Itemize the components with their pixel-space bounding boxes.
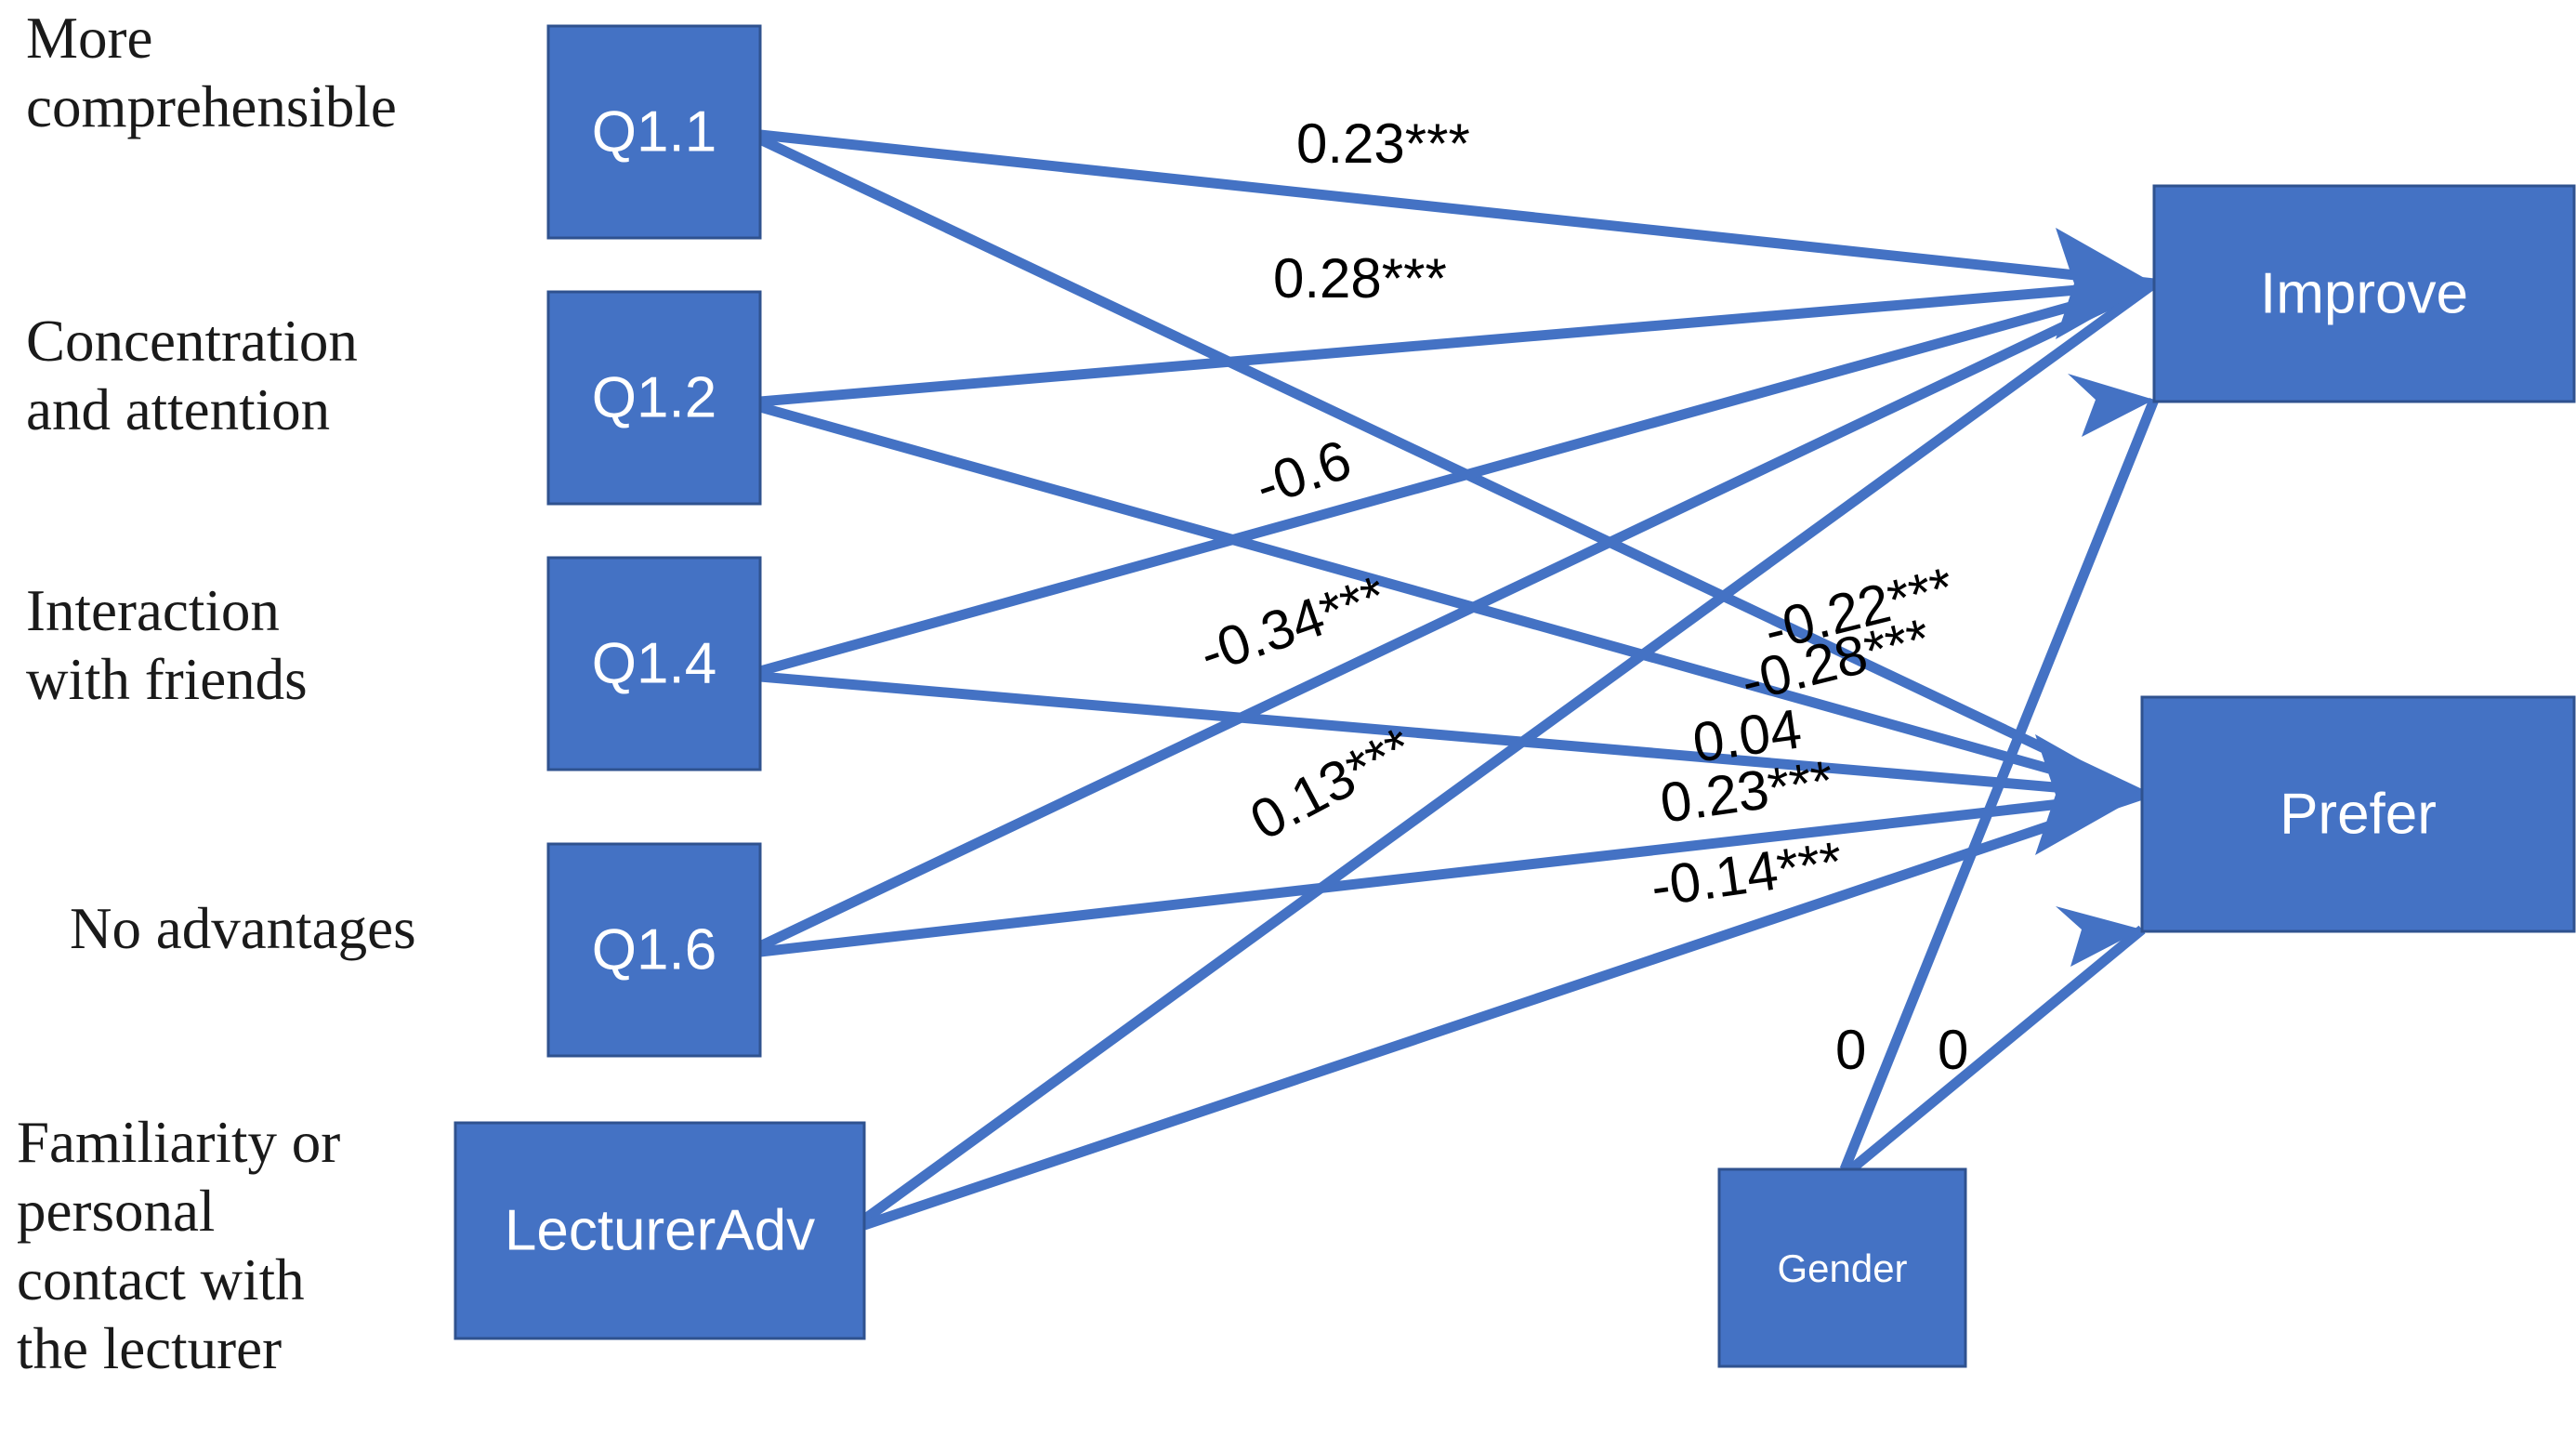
node-improve-rect[interactable] (2152, 184, 2576, 403)
side-label-no-advantages: No advantages (70, 896, 416, 961)
node-improve-label: Improve (2260, 261, 2468, 325)
coefficient-q14-prefer: 0.04 (1689, 697, 1805, 774)
edge-q12-improve[interactable] (759, 278, 2155, 407)
node-prefer-label: Prefer (2280, 782, 2437, 846)
edge-q16-improve[interactable] (757, 279, 2157, 951)
edge-q14-prefer[interactable] (759, 671, 2143, 800)
node-lectureradv-rect[interactable] (453, 1121, 866, 1340)
node-q16-rect[interactable] (546, 842, 762, 1058)
edge-group (757, 129, 2160, 1231)
edge-lecturer-prefer[interactable] (862, 789, 2144, 1231)
coefficient-q11-improve: 0.23*** (1296, 112, 1470, 175)
coefficient-gender-improve: 0 (1835, 1019, 1866, 1081)
coefficient-q12-improve: 0.28*** (1273, 247, 1447, 310)
node-improve[interactable]: Improve (2152, 184, 2576, 403)
edge-gender-prefer[interactable] (1847, 925, 2146, 1174)
node-q16[interactable]: Q1.6 (546, 842, 762, 1058)
arrowhead-prefer-icon (2035, 734, 2142, 855)
node-q16-label: Q1.6 (592, 917, 716, 982)
node-lectureradv-label: LecturerAdv (505, 1198, 815, 1262)
node-q11-rect[interactable] (546, 24, 762, 240)
node-prefer[interactable]: Prefer (2140, 695, 2576, 933)
node-q14-rect[interactable] (546, 556, 762, 771)
edge-q11-prefer[interactable] (757, 135, 2145, 799)
edge-gender-improve[interactable] (1839, 397, 2160, 1172)
node-group: Q1.1 Q1.2 Q1.4 Q1.6 LecturerAdv Gender (453, 24, 2576, 1368)
arrowhead-improve-gender-icon (2068, 374, 2154, 437)
node-q14-label: Q1.4 (592, 631, 716, 695)
edge-q16-prefer[interactable] (759, 789, 2143, 957)
node-lectureradv[interactable]: LecturerAdv (453, 1121, 866, 1340)
node-q11[interactable]: Q1.1 (546, 24, 762, 240)
coefficient-q16-improve: -0.34*** (1191, 564, 1393, 686)
coefficient-gender-prefer: 0 (1938, 1019, 1968, 1081)
edge-q12-prefer[interactable] (758, 402, 2144, 800)
node-q12[interactable]: Q1.2 (546, 290, 762, 506)
node-q12-rect[interactable] (546, 290, 762, 506)
node-q14[interactable]: Q1.4 (546, 556, 762, 771)
node-gender-rect[interactable] (1717, 1167, 1967, 1368)
node-gender-label: Gender (1777, 1246, 1907, 1290)
arrowhead-improve-icon (2056, 228, 2154, 339)
coefficient-group: 0.23*** 0.28*** -0.6 -0.34*** -0.22*** -… (1191, 112, 1968, 1081)
arrowhead-group (2035, 228, 2154, 967)
coefficient-q16-prefer: 0.23*** (1656, 749, 1836, 835)
node-gender[interactable]: Gender (1717, 1167, 1967, 1368)
edge-q11-improve[interactable] (759, 129, 2155, 289)
node-prefer-rect[interactable] (2140, 695, 2576, 933)
edge-lecturer-improve[interactable] (861, 279, 2158, 1224)
edge-q14-improve[interactable] (758, 278, 2156, 677)
arrowhead-prefer-gender-icon (2056, 906, 2142, 967)
node-q12-label: Q1.2 (592, 365, 716, 429)
node-q11-label: Q1.1 (592, 99, 716, 164)
